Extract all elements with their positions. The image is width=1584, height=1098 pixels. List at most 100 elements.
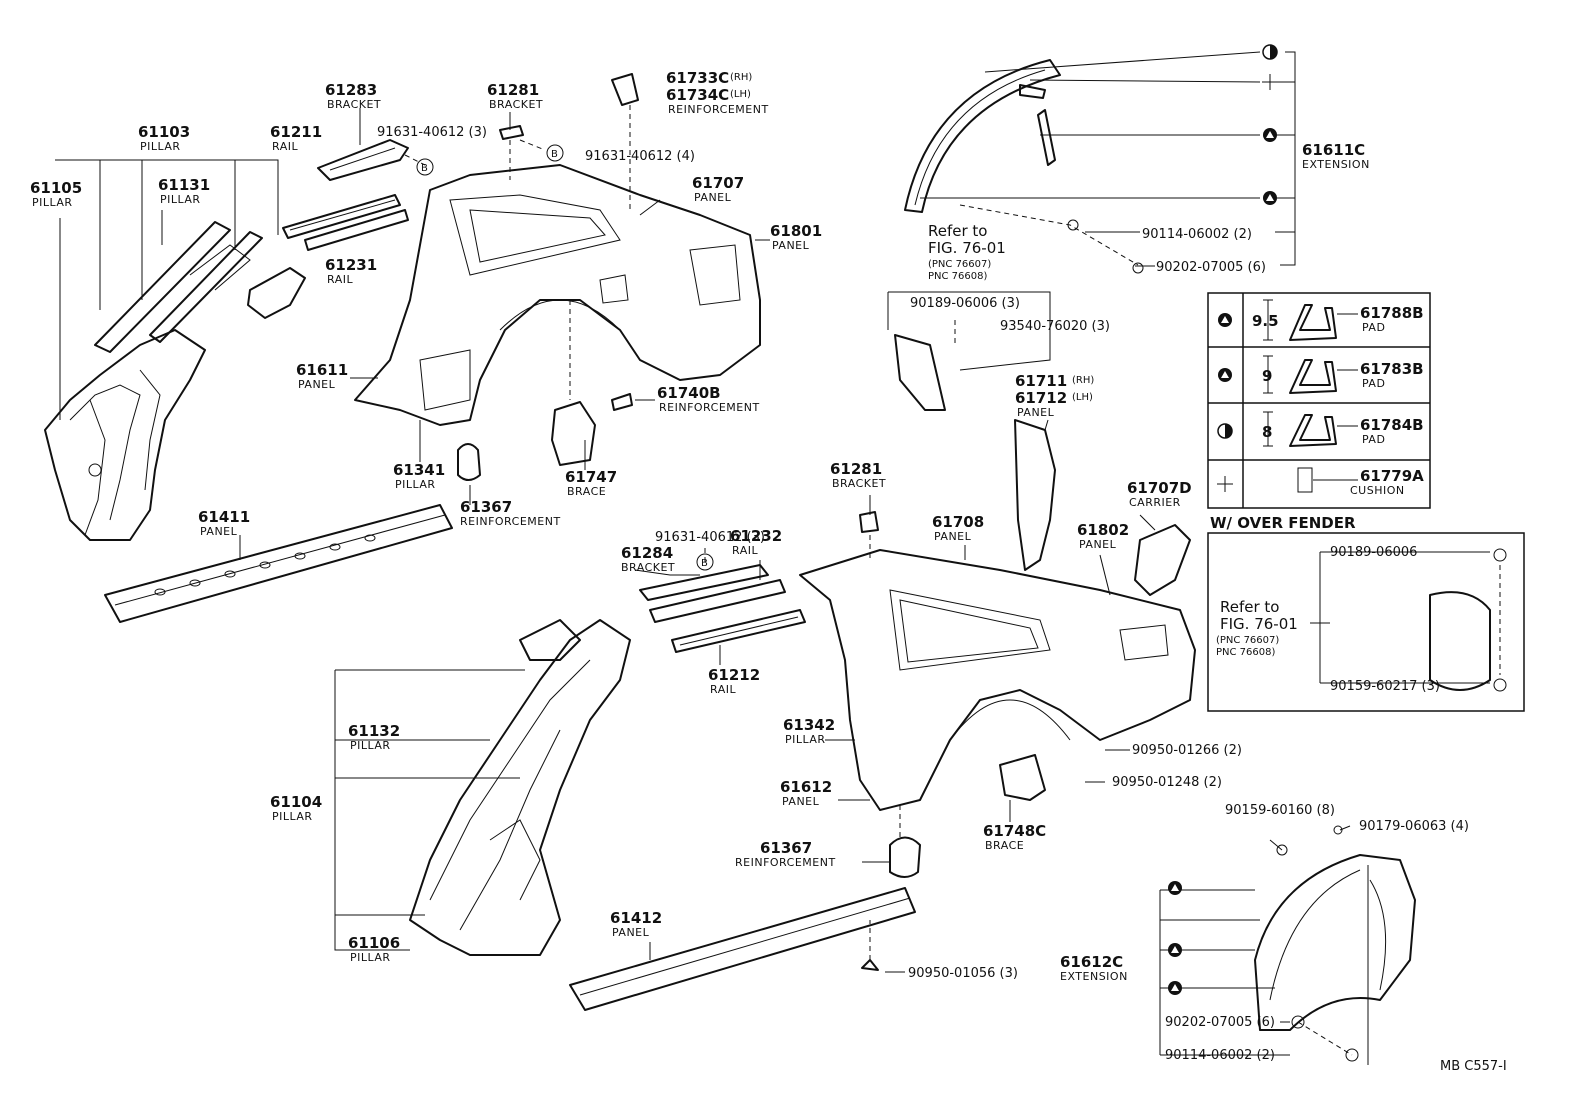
pad-legend-table: 9.5 9 8 61788B PAD 61783B PAD 61784B PAD… — [1207, 292, 1431, 509]
callout-61212-name: RAIL — [710, 683, 736, 696]
callout-61411-number: 61411 — [198, 508, 250, 526]
callout-61712-name: PANEL — [1017, 406, 1055, 419]
b-marker-circle — [696, 553, 714, 571]
callout-61611-number: 61611 — [296, 361, 348, 379]
b-markers: B B B — [416, 144, 714, 571]
fastener-label: 90950-01266 (2) — [1132, 743, 1242, 758]
callout-61132-number: 61132 — [348, 722, 400, 740]
b-marker-label: B — [701, 558, 708, 569]
fastener-label: 90179-06063 (4) — [1359, 819, 1469, 834]
callout-61105-number: 61105 — [30, 179, 82, 197]
callout-61367-name: REINFORCEMENT — [460, 515, 561, 528]
b-marker-label: B — [421, 163, 428, 174]
callout-61747-name: BRACE — [567, 485, 606, 498]
callout-61748c-name: BRACE — [985, 839, 1024, 852]
legend-dim: 9.5 — [1252, 312, 1279, 330]
fastener-labels: 91631-40612 (3) 91631-40612 (4) 91631-40… — [377, 125, 1469, 1063]
callout-61707d-number: 61707D — [1127, 479, 1192, 497]
fastener-label: 90950-01248 (2) — [1112, 775, 1222, 790]
callout-61281b-name: BRACKET — [832, 477, 886, 490]
callout-61612c-number: 61612C — [1060, 953, 1123, 971]
callout-61281b-number: 61281 — [830, 460, 882, 478]
callout-61367b-number: 61367 — [760, 839, 812, 857]
callout-61232-name: RAIL — [732, 544, 758, 557]
callout-61708-name: PANEL — [934, 530, 972, 543]
callout-61708-number: 61708 — [932, 513, 984, 531]
callout-61104-number: 61104 — [270, 793, 322, 811]
fastener-label: 91631-40612 (3) — [377, 125, 487, 140]
pillar-assembly-left-drawing — [44, 221, 306, 541]
callout-61342-name: PILLAR — [785, 733, 826, 746]
quarter-panel-61612-drawing — [799, 334, 1196, 878]
callout-61211-name: RAIL — [272, 140, 298, 153]
fastener-label: 91631-40612 (4) — [585, 149, 695, 164]
callout-61734c-name: REINFORCEMENT — [668, 103, 769, 116]
callout-61412-name: PANEL — [612, 926, 650, 939]
callout-61103-name: PILLAR — [140, 140, 181, 153]
refer-line-2: FIG. 76-01 — [928, 239, 1006, 257]
rocker-panel-61411-drawing — [104, 504, 453, 623]
callout-61734c-suffix: (LH) — [730, 89, 751, 100]
callout-61283-number: 61283 — [325, 81, 377, 99]
callout-61342-number: 61342 — [783, 716, 835, 734]
callout-61802-name: PANEL — [1079, 538, 1117, 551]
over-fender-border — [1207, 532, 1525, 712]
callout-61105-name: PILLAR — [32, 196, 73, 209]
callout-61211-number: 61211 — [270, 123, 322, 141]
callout-61712-number: 61712 — [1015, 389, 1067, 407]
leader-lines — [55, 51, 1501, 1065]
fastener-label: 90202-07005 (6) — [1165, 1015, 1275, 1030]
rails-upper-left-drawing — [282, 139, 409, 251]
legend-border — [1207, 292, 1431, 509]
arch-extension-61612c-drawing — [1254, 548, 1507, 1062]
refer-line-4: PNC 76608) — [1216, 647, 1275, 658]
refer-line-4: PNC 76608) — [928, 271, 987, 282]
cross-icon — [1262, 74, 1278, 90]
callout-61367-number: 61367 — [460, 498, 512, 516]
legend-part: 61784B — [1360, 416, 1424, 434]
callout-61734c-number: 61734C — [666, 86, 729, 104]
callout-61707-number: 61707 — [692, 174, 744, 192]
callout-61733c-suffix: (RH) — [730, 72, 752, 83]
legend-name: CUSHION — [1350, 484, 1405, 497]
fastener-label: 93540-76020 (3) — [1000, 319, 1110, 334]
callout-61212-number: 61212 — [708, 666, 760, 684]
b-marker-circle — [546, 144, 564, 162]
half-circle-icon-fill — [1270, 45, 1277, 59]
over-fender-box: W/ OVER FENDER 90189-06006 90159-60217 (… — [1207, 514, 1525, 712]
callout-61367b-name: REINFORCEMENT — [735, 856, 836, 869]
callout-61801-number: 61801 — [770, 222, 822, 240]
legend-name: PAD — [1362, 433, 1385, 446]
legend-name: PAD — [1362, 321, 1385, 334]
callout-61131-number: 61131 — [158, 176, 210, 194]
pad-symbols-top — [1262, 44, 1278, 205]
fastener-label: 90950-01056 (3) — [908, 966, 1018, 981]
legend-part: 61788B — [1360, 304, 1424, 322]
callout-61740b-name: REINFORCEMENT — [659, 401, 760, 414]
figure-code: MB C557-I — [1440, 1059, 1507, 1074]
callout-61712-suffix: (LH) — [1072, 392, 1093, 403]
legend-part: 61783B — [1360, 360, 1424, 378]
callout-61104-name: PILLAR — [272, 810, 313, 823]
refer-line-1: Refer to — [928, 222, 987, 240]
callout-61411-name: PANEL — [200, 525, 238, 538]
callout-61341-name: PILLAR — [395, 478, 436, 491]
callout-61801-name: PANEL — [772, 239, 810, 252]
callout-61231-name: RAIL — [327, 273, 353, 286]
callout-61281-number: 61281 — [487, 81, 539, 99]
callout-61711-number: 61711 — [1015, 372, 1067, 390]
fastener-label: 90159-60217 (3) — [1330, 679, 1440, 694]
refer-line-3: (PNC 76607) — [1216, 635, 1279, 646]
b-marker-label: B — [551, 149, 558, 160]
callout-61284-name: BRACKET — [621, 561, 675, 574]
cross-icon — [1217, 476, 1233, 492]
callout-61707-name: PANEL — [694, 191, 732, 204]
over-fender-title: W/ OVER FENDER — [1210, 514, 1356, 532]
callout-61412-number: 61412 — [610, 909, 662, 927]
legend-name: PAD — [1362, 377, 1385, 390]
callout-61106-name: PILLAR — [350, 951, 391, 964]
legend-part: 61779A — [1360, 467, 1424, 485]
refer-note-top: Refer to FIG. 76-01 (PNC 76607) PNC 7660… — [928, 222, 1006, 282]
callout-61733c-number: 61733C — [666, 69, 729, 87]
fastener-label: 90114-06002 (2) — [1165, 1048, 1275, 1063]
